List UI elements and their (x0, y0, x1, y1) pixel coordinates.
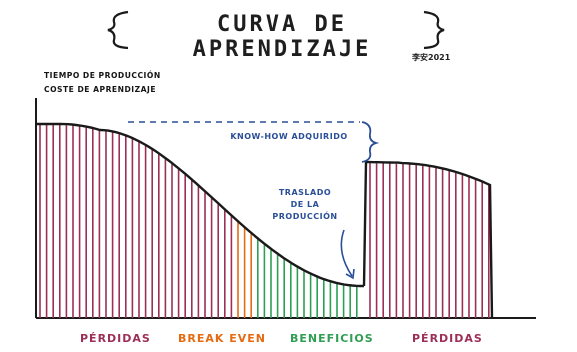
page-title: CURVA DE APRENDIZAJE (192, 12, 372, 62)
learning-curve-right (362, 160, 494, 319)
stripes-group (39, 125, 490, 318)
traslado-arrow-head-icon (345, 268, 355, 280)
knowhow-brace-icon (361, 121, 380, 163)
category-perdidas-right: PÉRDIDAS (412, 332, 483, 345)
category-break-even: BREAK EVEN (178, 332, 266, 345)
y-axis-label-line1: TIEMPO DE PRODUCCIÓN (44, 71, 161, 80)
traslado-label-line3: PRODUCCIÓN (272, 212, 338, 221)
traslado-label: TRASLADO DE LA PRODUCCIÓN (262, 187, 348, 223)
category-perdidas-left: PÉRDIDAS (80, 332, 151, 345)
y-axis-label-line2: COSTE DE APRENDIZAJE (44, 85, 157, 94)
author-signature: 李安2021 (412, 53, 451, 62)
traslado-arrow-icon (340, 229, 353, 277)
traslado-label-line2: DE LA (290, 200, 320, 209)
title-bracket-left-icon (107, 10, 129, 50)
traslado-label-line1: TRASLADO (278, 188, 332, 197)
knowhow-label: KNOW-HOW ADQUIRIDO (230, 132, 348, 141)
learning-curve-left (36, 122, 364, 288)
category-beneficios: BENEFICIOS (290, 332, 374, 345)
title-bracket-right-icon (423, 10, 445, 50)
